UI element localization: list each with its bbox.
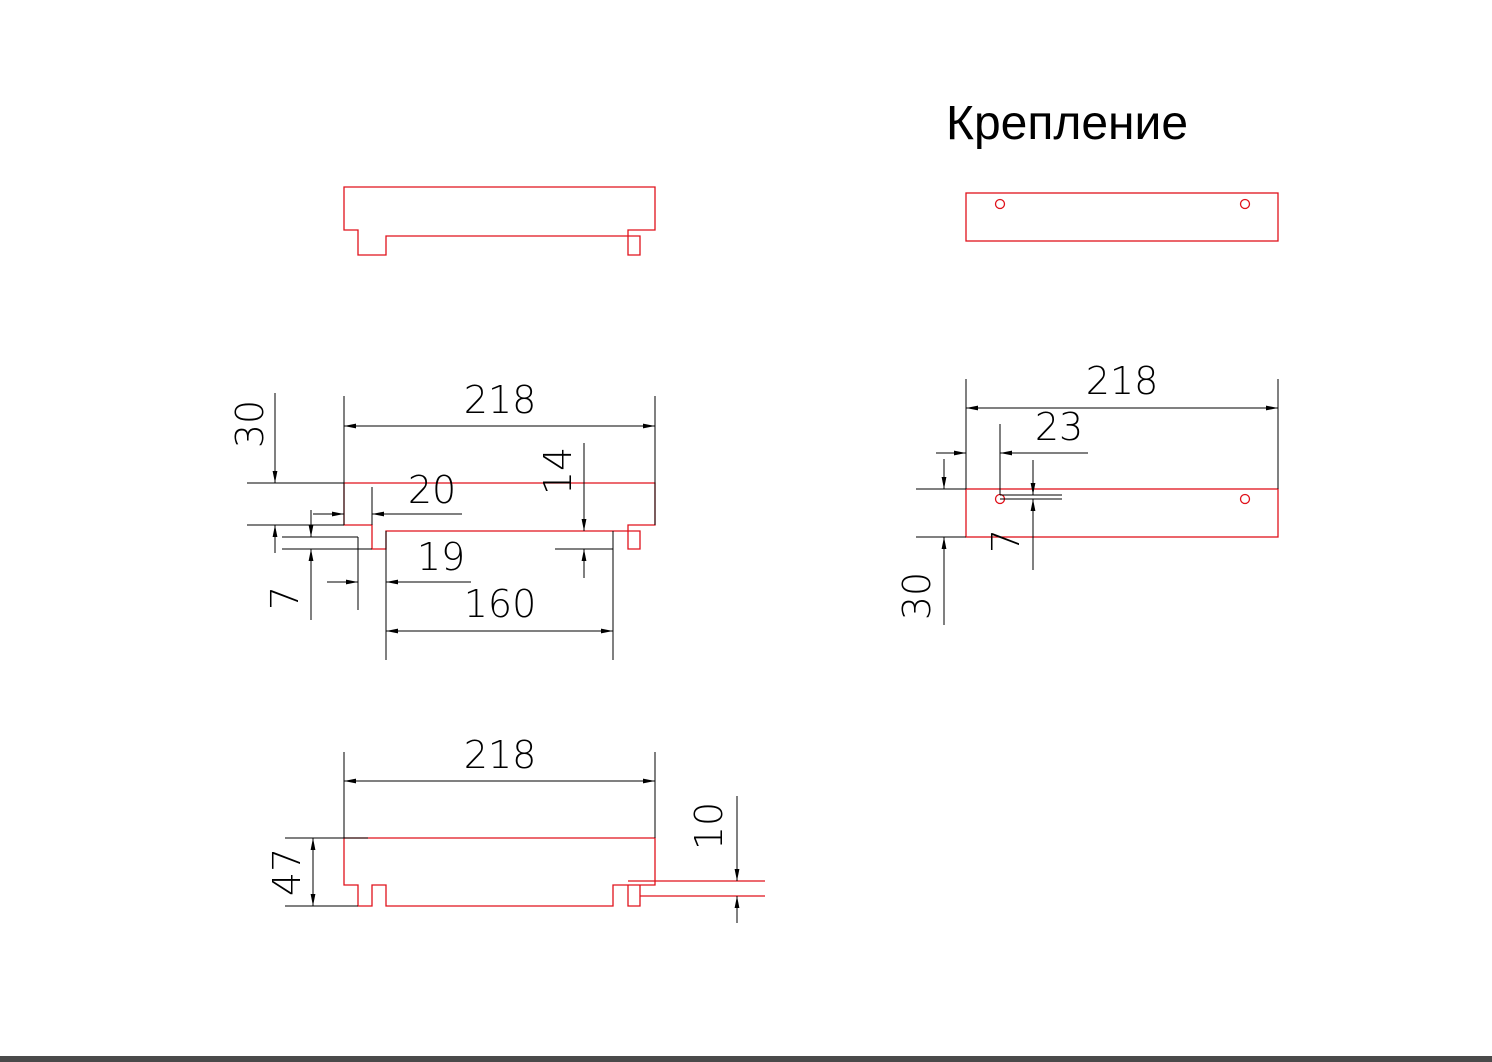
dim-14: 14 <box>536 447 580 495</box>
dim-30: 30 <box>228 400 272 448</box>
part-mid-right: 218 23 7 30 <box>895 359 1279 625</box>
dim-23: 23 <box>1035 405 1083 449</box>
dim-218: 218 <box>464 378 537 422</box>
hole-right <box>1239 493 1251 505</box>
part-outline <box>343 482 656 550</box>
dim-7: 7 <box>263 586 307 610</box>
dim-7: 7 <box>984 529 1028 553</box>
part-mid-left: 218 30 14 20 7 19 160 <box>228 378 656 660</box>
dim-47: 47 <box>265 848 309 896</box>
part-outline <box>343 837 656 907</box>
part-outline <box>343 186 656 256</box>
hole-right <box>1239 198 1251 210</box>
bracket-outline <box>965 488 1279 538</box>
dim-160: 160 <box>464 582 537 626</box>
dim-218: 218 <box>464 733 537 777</box>
part-bottom-left: 218 47 10 <box>265 733 765 923</box>
bracket-outline <box>965 192 1279 242</box>
hole-left <box>994 198 1006 210</box>
part-top-left <box>343 186 656 256</box>
part-top-right <box>965 192 1279 242</box>
dim-10: 10 <box>687 802 731 850</box>
dim-20: 20 <box>408 468 456 512</box>
bottom-border <box>0 1056 1492 1062</box>
dim-30: 30 <box>895 572 939 620</box>
drawing-title: Крепление <box>946 97 1189 150</box>
dim-19: 19 <box>417 535 465 579</box>
dim-218: 218 <box>1086 359 1159 403</box>
